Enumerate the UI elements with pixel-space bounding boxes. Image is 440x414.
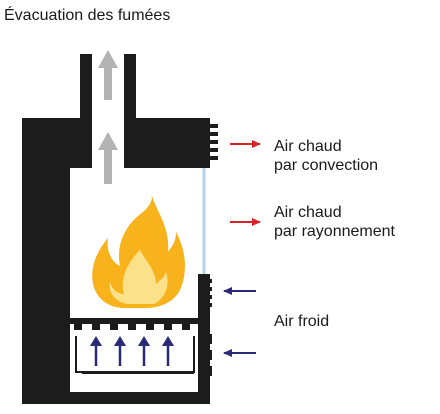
convection-label-line1: Air chaud [274, 138, 342, 155]
chimney-pipe [80, 54, 136, 118]
flame [92, 196, 185, 308]
primary-air-arrows [90, 336, 174, 366]
radiation-label: Air chaud par rayonnement [274, 203, 395, 241]
air-inlet-vents [198, 279, 212, 307]
convection-grille [210, 124, 218, 160]
ash-pan [75, 336, 195, 374]
convection-label-line2: par convection [274, 157, 379, 174]
smoke-arrows [98, 50, 118, 184]
convection-label: Air chaud par convection [274, 137, 378, 175]
radiation-label-line1: Air chaud [274, 204, 342, 221]
lower-vents [200, 334, 212, 376]
smoke-exhaust-title: Évacuation des fumées [4, 7, 171, 24]
cold-air-label: Air froid [274, 313, 330, 330]
radiation-label-line2: par rayonnement [274, 223, 395, 240]
grate [70, 318, 198, 330]
